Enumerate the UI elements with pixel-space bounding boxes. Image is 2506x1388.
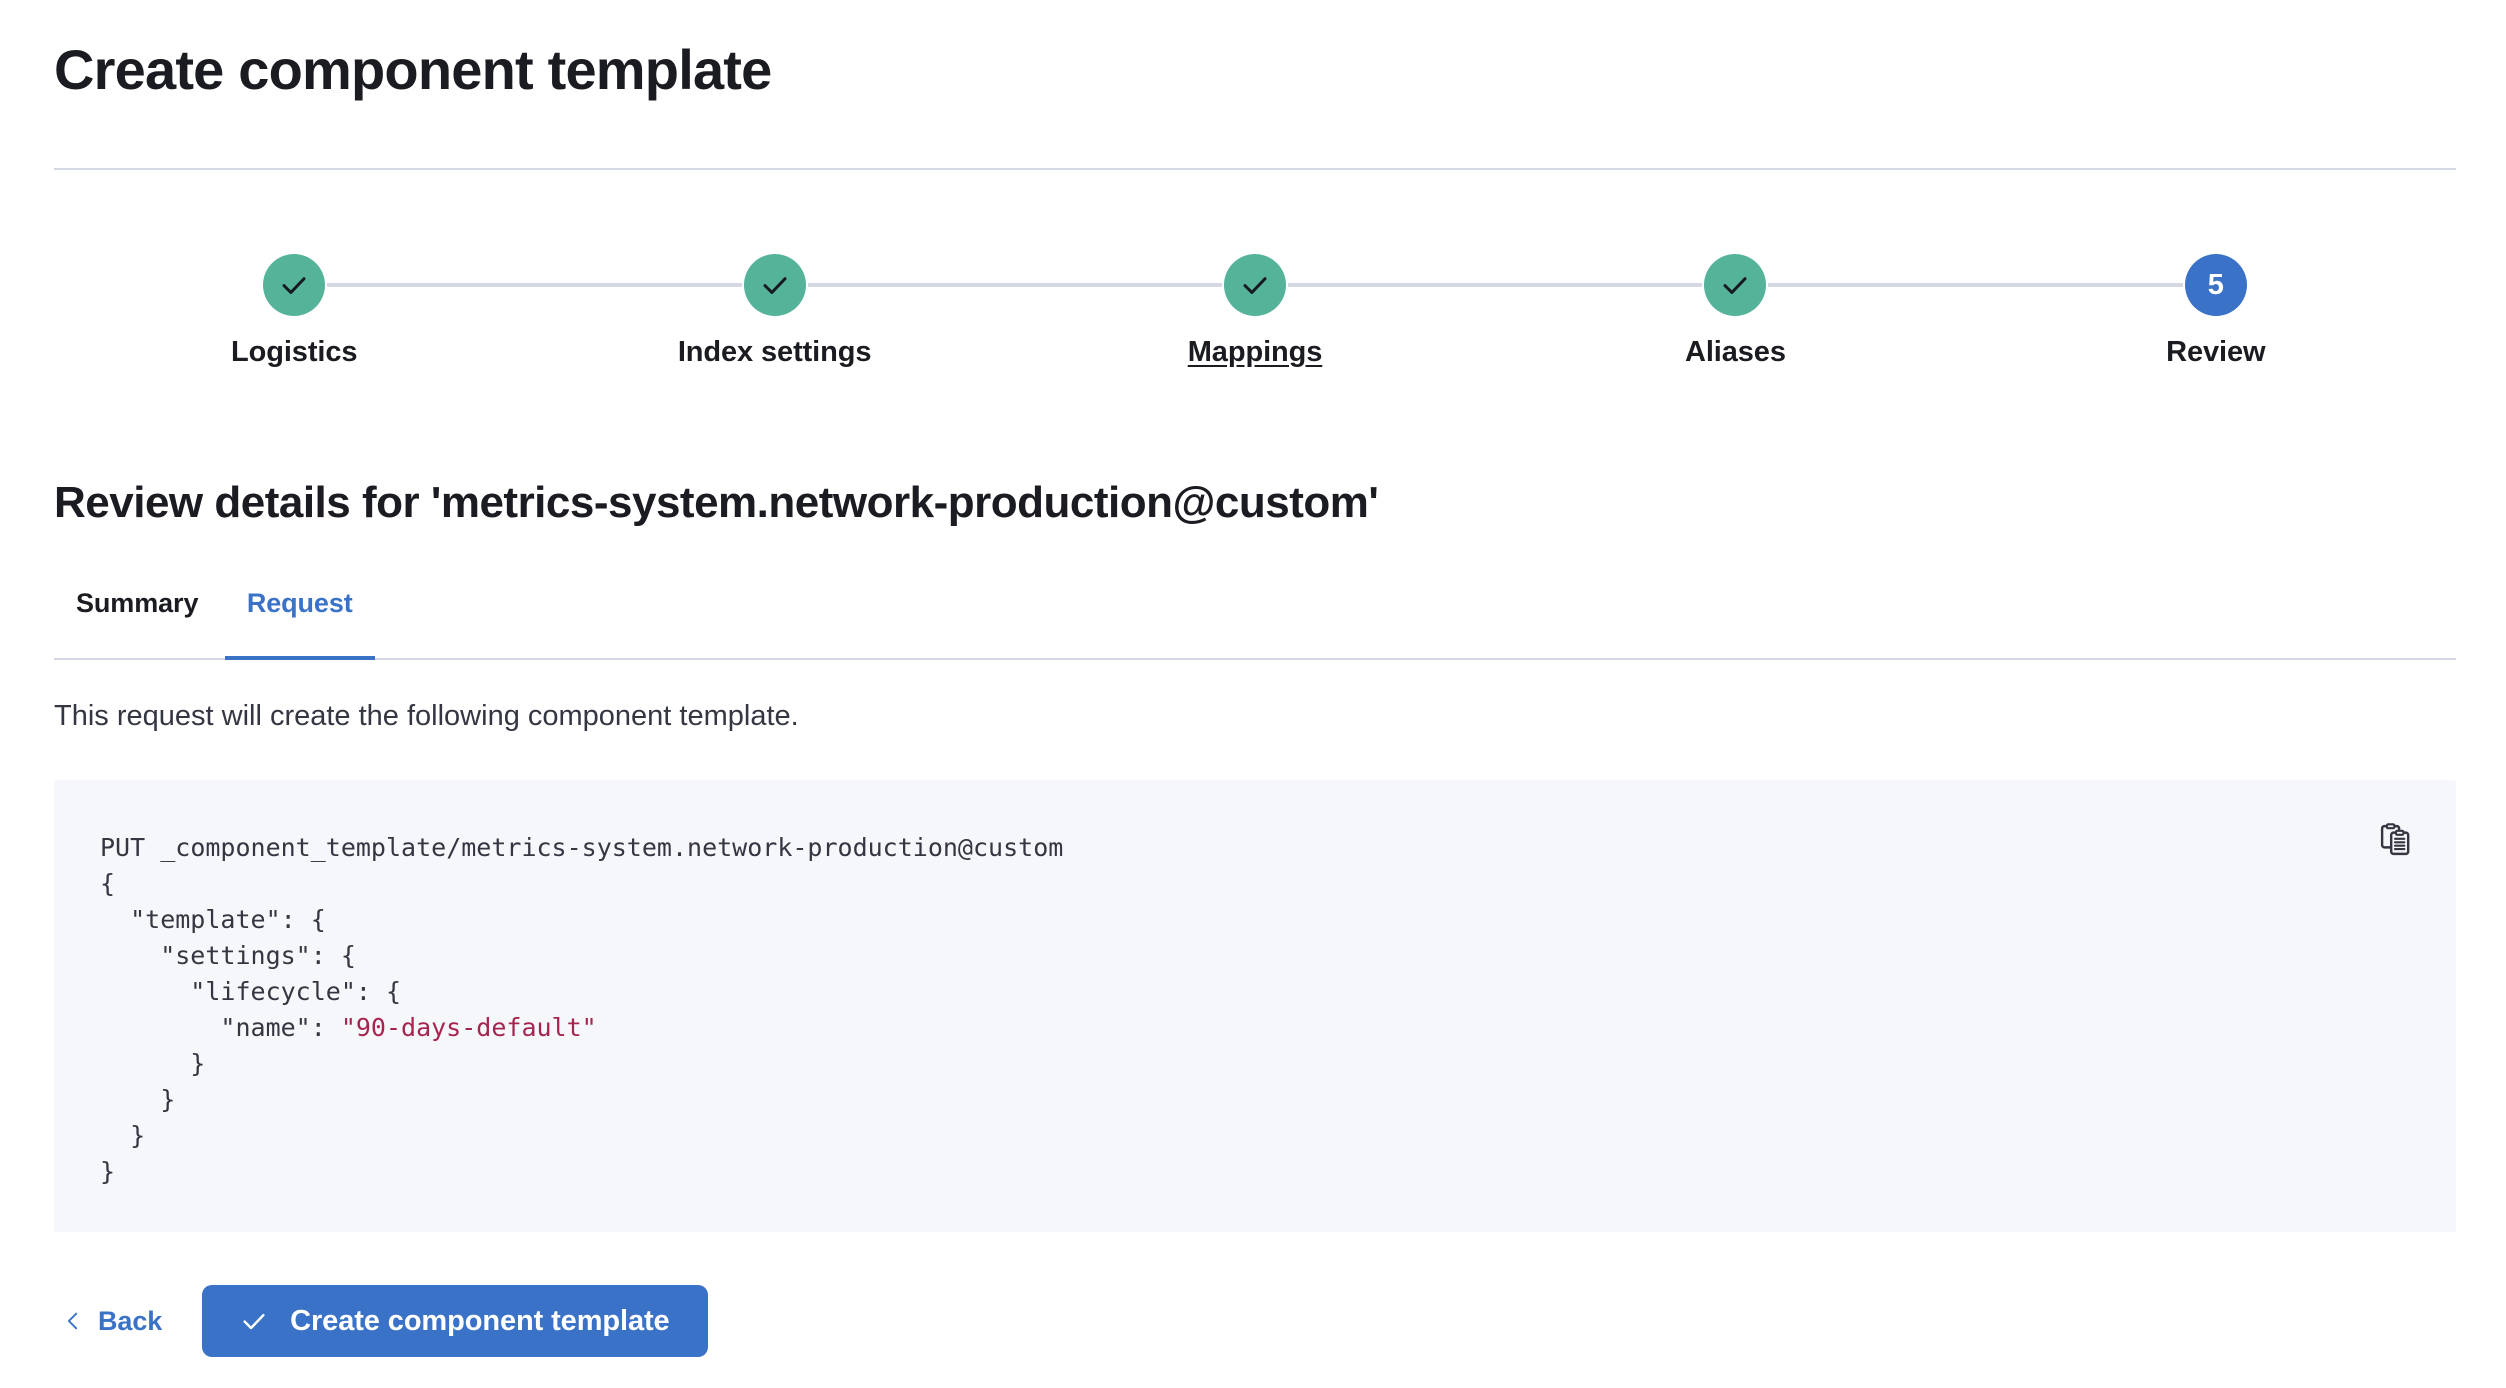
back-button[interactable]: Back [54, 1296, 170, 1347]
check-icon [1243, 277, 1267, 294]
request-code-block: PUT _component_template/metrics-system.n… [54, 780, 2456, 1232]
code-string-value: "90-days-default" [340, 1013, 597, 1042]
code-body-line: } [100, 1121, 146, 1150]
wizard-footer: Back Create component template [54, 1285, 708, 1357]
page-title: Create component template [54, 38, 772, 101]
check-icon [282, 277, 306, 294]
copy-clipboard-icon [2380, 823, 2410, 856]
chevron-left-icon [67, 1312, 78, 1330]
step-aliases[interactable] [1495, 250, 1976, 320]
tab-summary[interactable]: Summary [54, 588, 220, 660]
step-label-index-settings[interactable]: Index settings [677, 336, 872, 368]
connector-line [1768, 283, 1976, 287]
code-body-line: } [100, 1049, 206, 1078]
step-mappings[interactable] [1014, 250, 1496, 320]
tab-request[interactable]: Request [224, 588, 375, 660]
step-label-col: Review [1976, 336, 2456, 369]
stepper-track: 5 [54, 250, 2456, 320]
code-body-line: "template": { [100, 905, 326, 934]
step-label-aliases[interactable]: Aliases [1684, 336, 1786, 368]
request-path: _component_template/metrics-system.netwo… [160, 833, 1064, 862]
code-request-line: PUT _component_template/metrics-system.n… [100, 833, 1063, 862]
request-description: This request will create the following c… [54, 700, 799, 732]
step-indicator-complete[interactable] [1704, 254, 1767, 316]
step-review[interactable]: 5 [1975, 250, 2456, 320]
create-component-template-button[interactable]: Create component template [202, 1285, 708, 1357]
copy-to-clipboard-button[interactable] [2374, 818, 2418, 862]
wizard-stepper: 5 Logistics Index settings Mappings Alia… [54, 250, 2456, 400]
step-logistics[interactable] [54, 250, 535, 320]
step-indicator-complete[interactable] [743, 254, 806, 316]
connector-line [1014, 283, 1223, 287]
request-code-text: PUT _component_template/metrics-system.n… [100, 830, 1063, 1190]
step-number: 5 [2207, 268, 2224, 301]
back-button-label: Back [98, 1305, 163, 1336]
step-indicator-current[interactable]: 5 [2184, 254, 2247, 316]
step-label-col: Aliases [1495, 336, 1975, 369]
code-body-line: "name": [100, 1013, 341, 1042]
http-method: PUT [100, 833, 146, 862]
connector-line [807, 283, 1015, 287]
connector-line [534, 283, 742, 287]
title-divider [54, 168, 2456, 170]
step-label-review[interactable]: Review [2166, 336, 2266, 368]
check-icon [1723, 277, 1747, 294]
review-tabs: Summary Request [54, 588, 2456, 660]
code-body-line: { [100, 869, 116, 898]
connector-line [1288, 283, 1496, 287]
code-body-line: "settings": { [100, 941, 356, 970]
tabs-baseline [54, 658, 2456, 660]
check-icon [243, 1313, 265, 1330]
step-label-logistics[interactable]: Logistics [231, 336, 358, 368]
connector-line [1975, 283, 2183, 287]
step-label-mappings[interactable]: Mappings [1187, 336, 1323, 368]
connector-line [327, 283, 535, 287]
connector-line [1495, 283, 1703, 287]
step-label-col: Index settings [534, 336, 1014, 369]
code-body-line: "lifecycle": { [100, 977, 402, 1006]
code-body-line: } [100, 1157, 116, 1186]
step-index-settings[interactable] [534, 250, 1015, 320]
check-icon [763, 277, 787, 294]
stepper-labels: Logistics Index settings Mappings Aliase… [54, 336, 2456, 369]
step-label-col: Mappings [1015, 336, 1495, 369]
step-label-col: Logistics [54, 336, 534, 369]
review-details-heading: Review details for 'metrics-system.netwo… [54, 478, 1379, 527]
step-indicator-complete[interactable] [263, 254, 326, 316]
create-button-label: Create component template [290, 1304, 670, 1337]
code-body-line: } [100, 1085, 176, 1114]
step-indicator-complete[interactable] [1224, 254, 1287, 316]
